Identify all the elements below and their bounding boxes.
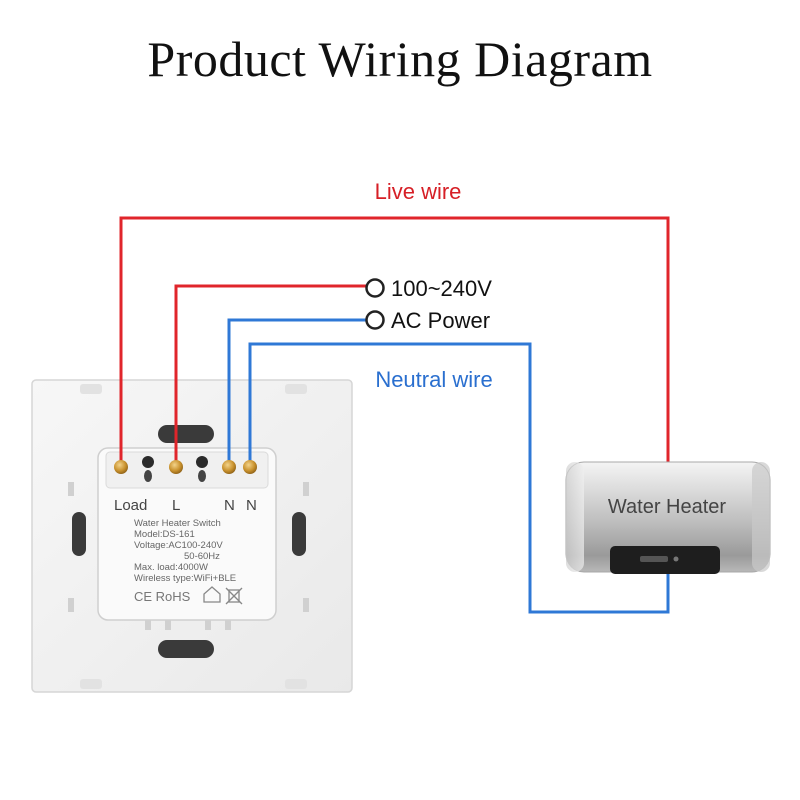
voltage-label: 100~240V [391,276,492,301]
spec-line: Model:DS-161 [134,529,195,540]
live-wire-path [119,216,670,463]
terminal-label-n1: N [224,497,235,514]
live-wire-label: Live wire [375,179,462,204]
spec-line: Voltage:AC100-240V [134,540,223,551]
spec-line: Max. load:4000W [134,562,208,573]
diagram-title: Product Wiring Diagram [147,31,653,87]
certification-marks: CE RoHS [134,589,191,604]
terminal-label-n2: N [246,497,257,514]
ac-power-terminal-icon [365,310,385,330]
spec-line: Water Heater Switch [134,518,221,529]
spec-line: 50-60Hz [184,551,220,562]
home-icon [203,586,221,603]
terminal-label-load: Load [114,497,147,514]
water-heater: Water Heater [565,461,771,574]
load-l-wire-line [174,284,366,463]
water-heater-label: Water Heater [608,496,727,518]
neutral-wire-path [227,318,670,614]
ac-power-label: AC Power [391,308,490,333]
terminal-label-l: L [172,497,180,514]
neutral-ac-wire-line [227,318,366,463]
terminal-screws [114,460,257,474]
terminal-block [142,456,208,482]
switch-spec-block: Water Heater Switch Model:DS-161 Voltage… [134,518,236,584]
ac-voltage-terminal-icon [365,278,385,298]
neutral-wire-label: Neutral wire [375,367,492,392]
weee-bin-icon [225,587,243,605]
spec-line: Wireless type:WiFi+BLE [134,573,236,584]
live-wire-line [119,216,670,463]
neutral-heater-wire-line [248,342,670,614]
